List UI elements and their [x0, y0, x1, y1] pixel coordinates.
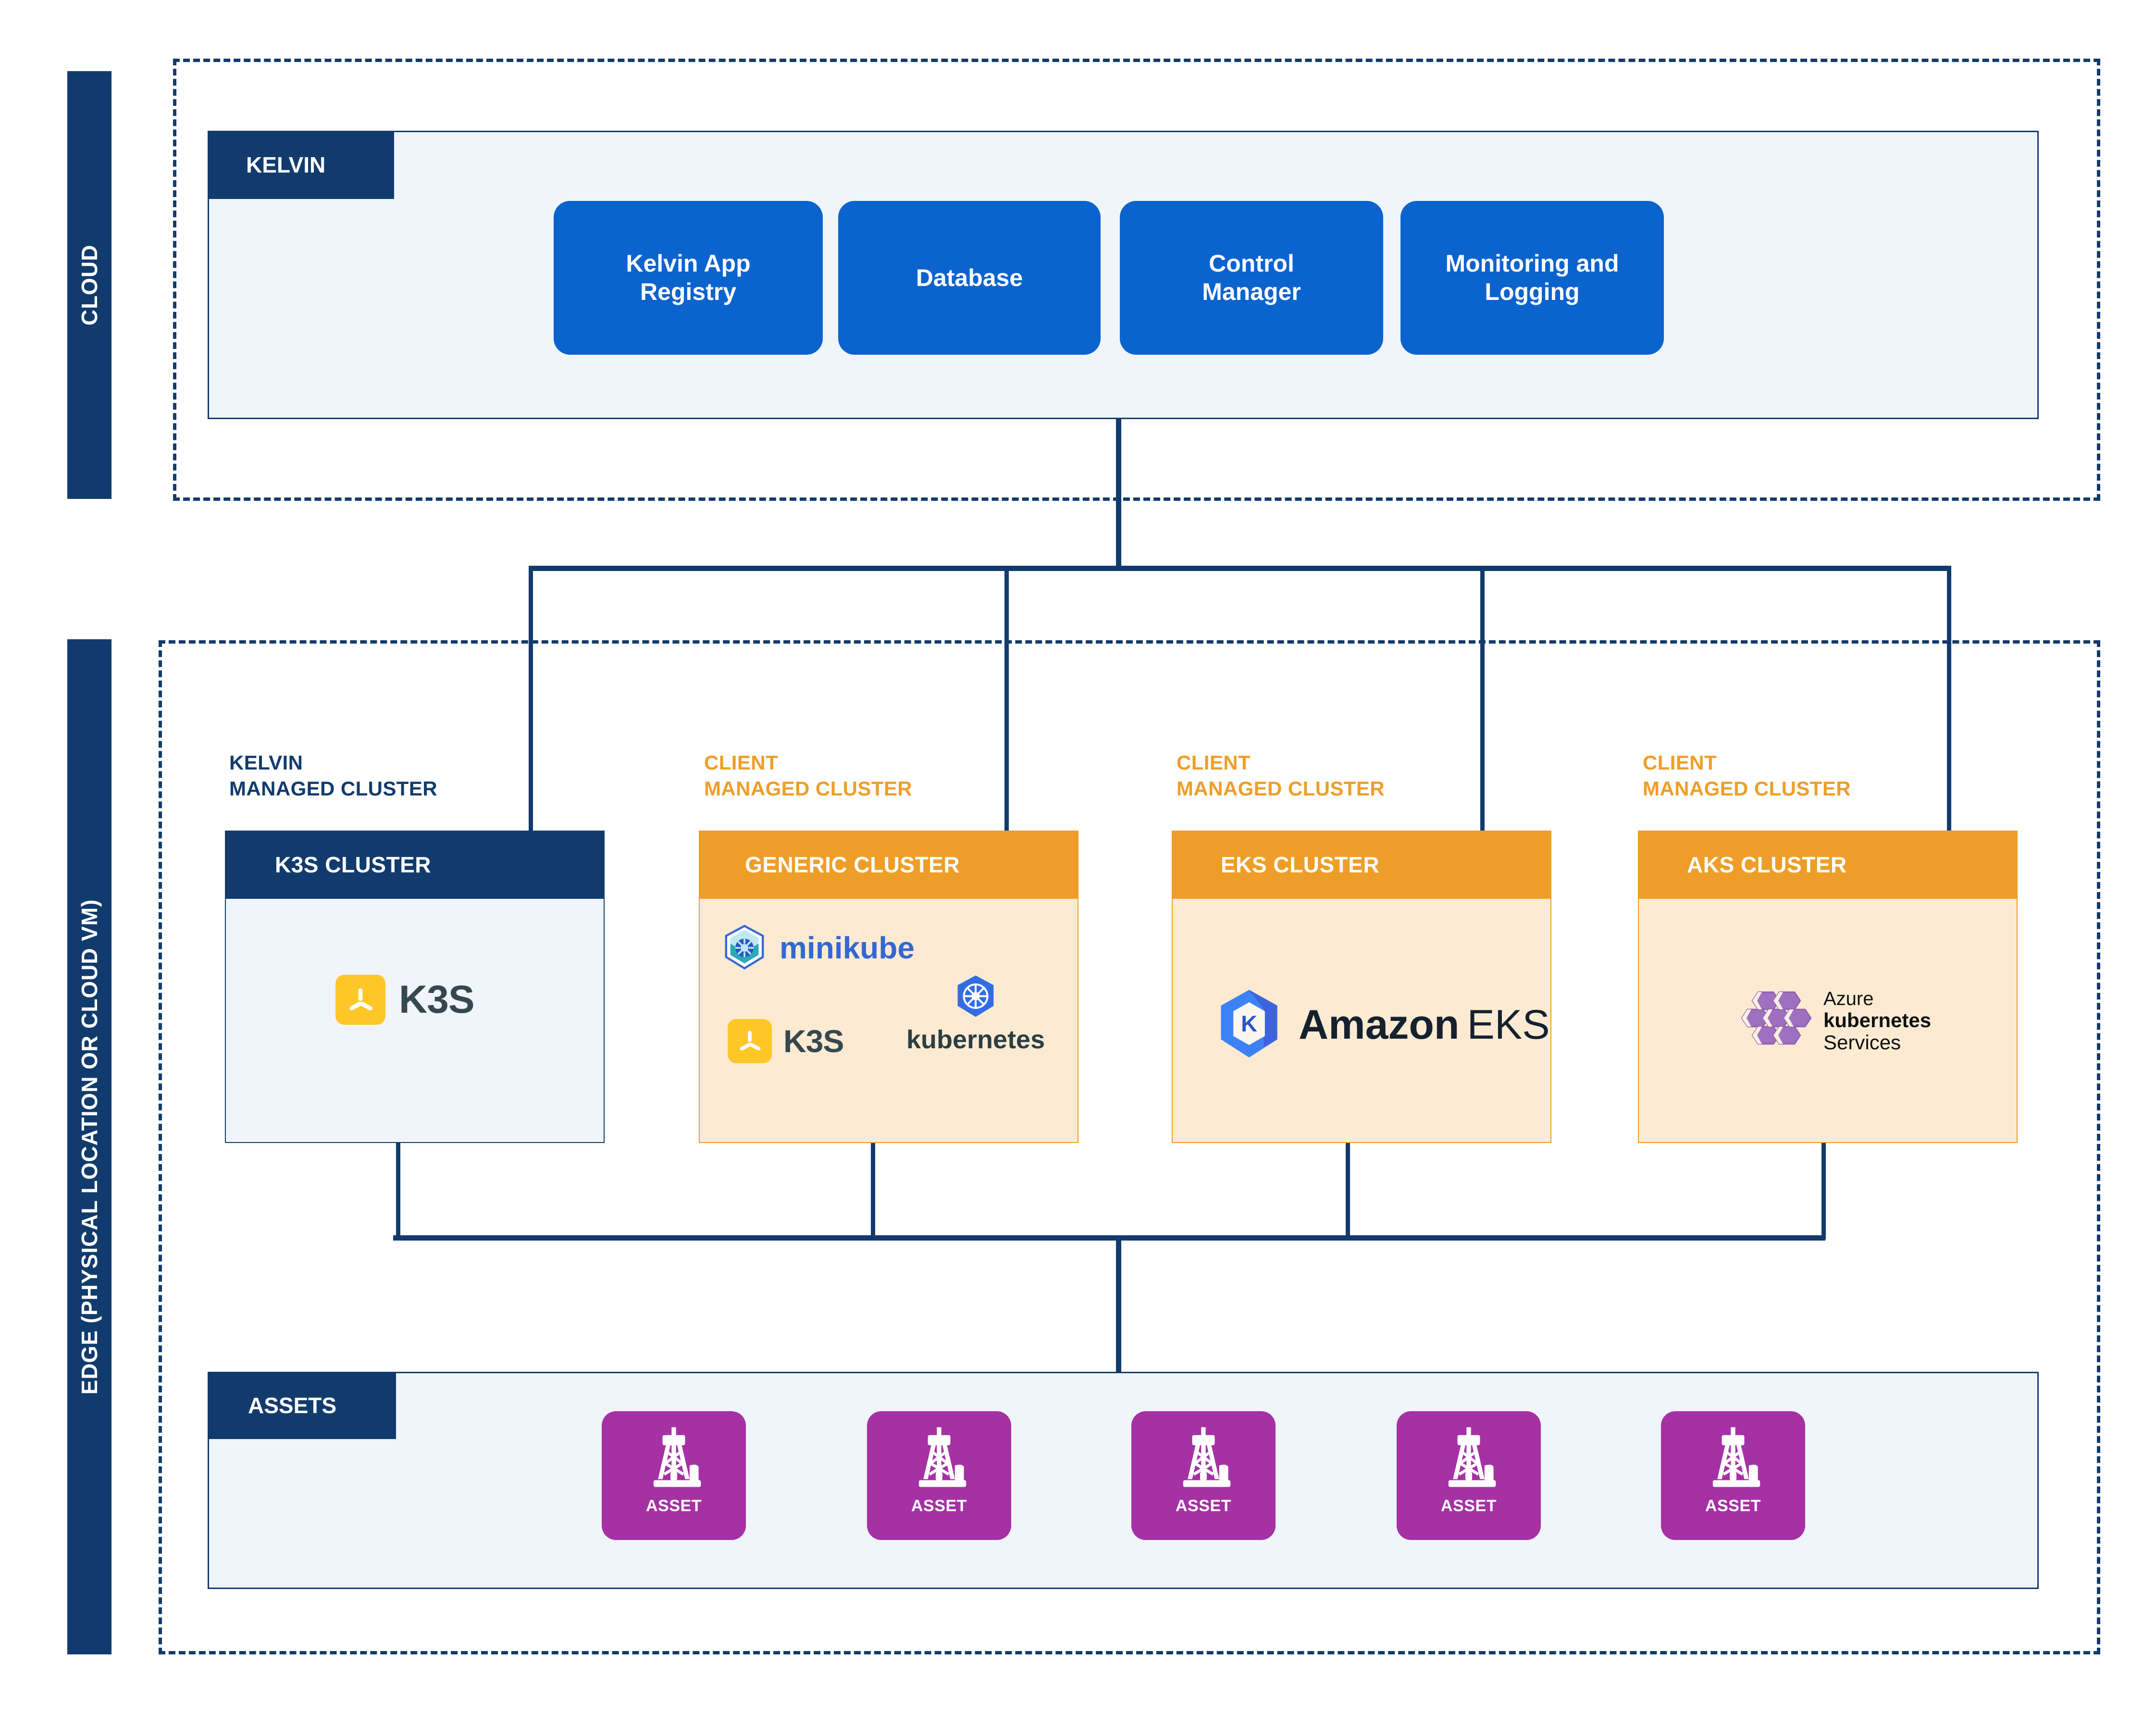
cluster-card-eks[interactable]: EKS CLUSTER K Amazon EKS — [1172, 831, 1551, 1143]
connector-up-eks-to-assets — [1346, 1143, 1350, 1239]
kubernetes-mark-icon — [957, 975, 994, 1017]
connector-assets-drop — [1116, 1235, 1121, 1375]
cluster-card-k3s[interactable]: K3S CLUSTER K3S — [225, 831, 605, 1143]
cloud-zone-outline — [173, 59, 2100, 501]
connector-cloud-drop — [1116, 419, 1121, 569]
kubernetes-logo: kubernetes — [906, 974, 1045, 1055]
service-pill-control-manager[interactable]: Control Manager — [1120, 201, 1383, 355]
cluster-card-generic[interactable]: GENERIC CLUSTER — [699, 831, 1078, 1143]
kelvin-panel-tab-label: KELVIN — [246, 152, 326, 177]
cloud-band: CLOUD — [67, 71, 112, 499]
azure-text-line2: kubernetes — [1823, 1009, 1932, 1032]
service-pill-label: Database — [916, 264, 1023, 291]
asset-tile[interactable]: ASSET — [1131, 1411, 1276, 1540]
k3s-logo-text: K3S — [783, 1023, 844, 1059]
k3s-logo-text: K3S — [399, 978, 475, 1021]
edge-zone-outline — [159, 640, 2100, 1654]
oil-rig-icon — [918, 1427, 966, 1487]
cluster-kicker-aks: CLIENT MANAGED CLUSTER — [1643, 751, 1851, 800]
cluster-header-label: AKS CLUSTER — [1687, 852, 1847, 877]
cluster-header-generic: GENERIC CLUSTER — [699, 831, 1078, 899]
cluster-header-aks: AKS CLUSTER — [1638, 831, 2018, 899]
connector-drop-generic-cluster — [1004, 566, 1009, 841]
cluster-body-eks: K Amazon EKS — [1172, 899, 1551, 1143]
connector-cluster-bus — [529, 566, 1951, 571]
minikube-mark-icon — [725, 924, 764, 970]
cluster-header-label: EKS CLUSTER — [1221, 852, 1380, 877]
edge-band-label: EDGE (PHYSICAL LOCATION OR CLOUD VM) — [77, 899, 102, 1395]
asset-tile[interactable]: ASSET — [1661, 1411, 1805, 1540]
service-pill-label: Monitoring and Logging — [1445, 250, 1619, 305]
connector-drop-aks-cluster — [1947, 566, 1951, 841]
azure-text-line3: Services — [1823, 1031, 1901, 1054]
svg-text:K: K — [1241, 1011, 1257, 1036]
azure-hex-grid-icon — [1741, 991, 1812, 1045]
cluster-card-aks[interactable]: AKS CLUSTER — [1638, 831, 2018, 1143]
connector-up-aks-to-assets — [1821, 1143, 1826, 1239]
kelvin-panel — [208, 131, 2039, 419]
service-pill-database[interactable]: Database — [838, 201, 1101, 355]
service-pill-monitoring-and-logging[interactable]: Monitoring and Logging — [1400, 201, 1664, 355]
cluster-header-label: K3S CLUSTER — [275, 852, 431, 877]
assets-panel-tab-label: ASSETS — [248, 1393, 337, 1418]
kubernetes-logo-text: kubernetes — [906, 1025, 1045, 1054]
edge-band: EDGE (PHYSICAL LOCATION OR CLOUD VM) — [67, 639, 112, 1654]
asset-tile-label: ASSET — [1440, 1497, 1497, 1515]
k3s-logo: K3S — [728, 1019, 844, 1063]
connector-assets-bus — [393, 1235, 1825, 1241]
asset-tile[interactable]: ASSET — [602, 1411, 746, 1540]
cluster-header-label: GENERIC CLUSTER — [745, 852, 960, 877]
connector-drop-eks-cluster — [1480, 566, 1485, 841]
amazon-eks-logo-text-amazon: Amazon — [1299, 1001, 1460, 1048]
k3s-mark-icon — [335, 975, 385, 1025]
cluster-kicker-eks: CLIENT MANAGED CLUSTER — [1177, 751, 1385, 800]
k3s-mark-icon — [728, 1019, 772, 1063]
minikube-logo: minikube — [722, 924, 915, 972]
minikube-logo-text: minikube — [780, 931, 915, 965]
asset-tile-label: ASSET — [645, 1497, 702, 1515]
asset-tile[interactable]: ASSET — [1397, 1411, 1541, 1540]
amazon-eks-mark-icon: K — [1221, 990, 1277, 1057]
cluster-kicker-generic: CLIENT MANAGED CLUSTER — [704, 751, 912, 800]
assets-panel-tab: ASSETS — [208, 1372, 396, 1439]
kelvin-panel-tab: KELVIN — [208, 131, 394, 199]
cluster-body-generic: minikube — [699, 899, 1078, 1143]
connector-up-generic-to-assets — [871, 1143, 875, 1239]
azure-kubernetes-services-logo-text: Azure kubernetes Services — [1823, 988, 1932, 1054]
oil-rig-icon — [653, 1427, 701, 1487]
azure-text-line1: Azure — [1823, 988, 1874, 1010]
service-pill-label: Control Manager — [1202, 250, 1301, 305]
cluster-kicker-k3s: KELVIN MANAGED CLUSTER — [229, 751, 437, 800]
service-pill-kelvin-app-registry[interactable]: Kelvin App Registry — [554, 201, 823, 355]
asset-tile-label: ASSET — [911, 1497, 967, 1515]
asset-tile[interactable]: ASSET — [867, 1411, 1011, 1540]
oil-rig-icon — [1712, 1427, 1760, 1487]
service-pill-label: Kelvin App Registry — [626, 250, 751, 305]
cloud-band-label: CLOUD — [77, 244, 102, 326]
amazon-eks-logo-text-eks: EKS — [1467, 1001, 1550, 1048]
cluster-body-aks: Azure kubernetes Services — [1638, 899, 2018, 1143]
amazon-eks-logo: K Amazon EKS — [1213, 986, 1550, 1063]
cluster-header-eks: EKS CLUSTER — [1172, 831, 1551, 899]
azure-kubernetes-services-logo: Azure kubernetes Services — [1737, 988, 1931, 1054]
connector-up-k3s-to-assets — [396, 1143, 400, 1239]
cluster-body-k3s: K3S — [225, 899, 605, 1143]
k3s-logo: K3S — [335, 975, 475, 1025]
asset-tile-label: ASSET — [1175, 1497, 1232, 1515]
asset-tile-label: ASSET — [1705, 1497, 1761, 1515]
oil-rig-icon — [1183, 1427, 1231, 1487]
connector-drop-k3s-cluster — [529, 566, 533, 841]
oil-rig-icon — [1448, 1427, 1496, 1487]
cluster-header-k3s: K3S CLUSTER — [225, 831, 605, 899]
